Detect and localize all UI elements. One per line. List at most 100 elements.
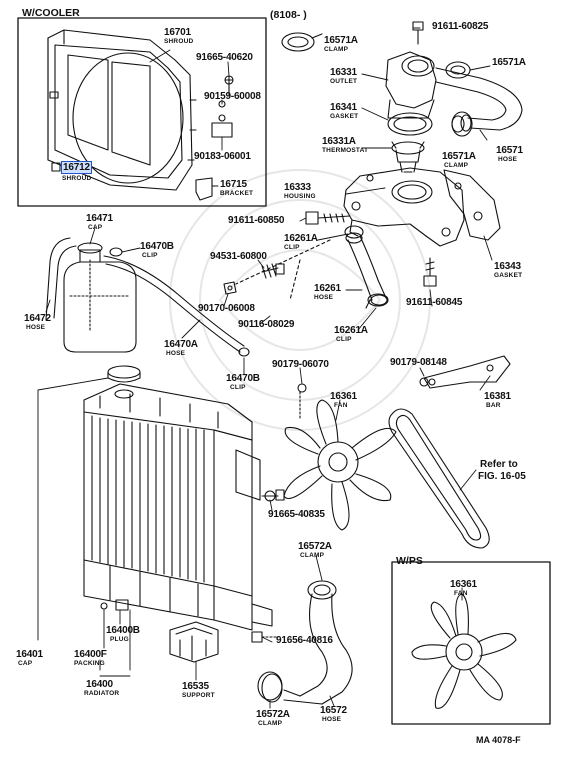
part-16470A-number[interactable]: 16470A	[164, 339, 198, 350]
part-16572A-top-number[interactable]: 16572A	[298, 541, 332, 552]
part-90179-06070-number[interactable]: 90179-06070	[272, 359, 329, 370]
part-16341-number[interactable]: 16341	[330, 102, 357, 113]
part-16571-number[interactable]: 16571	[496, 145, 523, 156]
part-16400B-number[interactable]: 16400B	[106, 625, 140, 636]
part-16470B-bot-name: CLIP	[230, 384, 246, 391]
cooler-frame	[17, 17, 267, 207]
part-16261A-bot-name: CLIP	[336, 336, 352, 343]
part-16472-name: HOSE	[26, 324, 46, 331]
part-16571A-top-number[interactable]: 16571A	[324, 35, 358, 46]
part-91656-40816-number[interactable]: 91656-40816	[276, 635, 333, 646]
part-16400F-number[interactable]: 16400F	[74, 649, 107, 660]
hose-16472-drawing	[45, 237, 77, 321]
part-16261-number[interactable]: 16261	[314, 283, 341, 294]
part-16470B-top-number[interactable]: 16470B	[140, 241, 174, 252]
part-16361-wps-number[interactable]: 16361	[450, 579, 477, 590]
part-16715-name: BRACKET	[220, 190, 254, 197]
part-16571A-clamp-number[interactable]: 16571A	[442, 151, 476, 162]
part-16343-number[interactable]: 16343	[494, 261, 521, 272]
part-16400-number[interactable]: 16400	[86, 679, 113, 690]
part-16571-name: HOSE	[498, 156, 518, 163]
bolt-91665-40835-drawing	[261, 489, 285, 502]
part-16701-number[interactable]: 16701	[164, 27, 191, 38]
clip-16470B-top-drawing	[109, 247, 123, 257]
part-16535-number[interactable]: 16535	[182, 681, 209, 692]
part-16333-name: HOUSING	[284, 193, 316, 200]
part-16572-name: HOSE	[322, 716, 342, 723]
part-16361-number[interactable]: 16361	[330, 391, 357, 402]
clip-16470B-bot-drawing	[238, 347, 250, 357]
part-16572A-bot-number[interactable]: 16572A	[256, 709, 290, 720]
plug-16400B-drawing	[100, 599, 129, 611]
part-16472-number[interactable]: 16472	[24, 313, 51, 324]
part-91611-60845-number[interactable]: 91611-60845	[406, 297, 463, 308]
thermostat-16331A-drawing	[391, 141, 425, 173]
reservoir-drawing	[63, 242, 137, 353]
part-16381-number[interactable]: 16381	[484, 391, 511, 402]
part-16343-name: GASKET	[494, 272, 523, 279]
part-16470B-top-name: CLIP	[142, 252, 158, 259]
gasket-16341-drawing	[387, 112, 433, 136]
part-16331A-number[interactable]: 16331A	[322, 136, 356, 147]
nut-90170-06008-drawing	[223, 281, 237, 295]
part-16261A-bot-number[interactable]: 16261A	[334, 325, 368, 336]
stud-94531-60800-drawing	[261, 263, 285, 279]
refer-note: Refer to	[480, 459, 518, 470]
part-91611-60825-number[interactable]: 91611-60825	[432, 21, 489, 32]
refer-figure: FIG. 16-05	[478, 471, 526, 482]
fan-16361-wps-drawing	[411, 593, 517, 709]
part-16572A-bot-name: CLAMP	[258, 720, 283, 727]
part-16572-number[interactable]: 16572	[320, 705, 347, 716]
bar-16381-drawing	[419, 355, 511, 389]
part-16571A-clamp-name: CLAMP	[444, 162, 469, 169]
part-16400F-name: PACKING	[74, 660, 105, 667]
hose-16571-drawing	[435, 67, 523, 132]
part-16712-name: SHROUD	[62, 175, 92, 182]
dashed-leader-housing	[235, 239, 331, 301]
part-16401-name: CAP	[18, 660, 33, 667]
support-16535-drawing	[169, 621, 219, 663]
hose-16261-drawing	[345, 232, 388, 306]
part-16712-number[interactable]: 16712	[61, 161, 92, 174]
part-16341-name: GASKET	[330, 113, 359, 120]
bolt-91656-40816-drawing	[251, 631, 279, 643]
part-91665-40835-number[interactable]: 91665-40835	[268, 509, 325, 520]
hose-16470A-drawing	[103, 255, 245, 353]
part-16261A-top-name: CLIP	[284, 244, 300, 251]
part-16331-number[interactable]: 16331	[330, 67, 357, 78]
part-91611-60850-number[interactable]: 91611-60850	[228, 215, 285, 226]
part-90159-60008-number[interactable]: 90159-60008	[204, 91, 261, 102]
outlet-drawing	[385, 21, 437, 119]
housing-16333-drawing	[343, 167, 465, 247]
part-16331A-name: THERMOSTAT	[322, 147, 369, 154]
clip-16261A-bot-drawing	[365, 293, 389, 309]
hose-16572-drawing	[261, 593, 353, 705]
date-note: (8108- )	[270, 9, 307, 21]
part-16400-name: RADIATOR	[84, 690, 120, 697]
clip-16261A-top-drawing	[344, 225, 364, 239]
part-16571A-right-number[interactable]: 16571A	[492, 57, 526, 68]
radiator-16400-drawing	[83, 383, 273, 631]
bolt-91611-60850-drawing	[305, 211, 351, 225]
fan-16361-drawing	[283, 383, 397, 531]
part-16712-highlight: 16712	[61, 161, 92, 174]
part-16261A-top-number[interactable]: 16261A	[284, 233, 318, 244]
part-16361-wps-name: FAN	[454, 590, 468, 597]
part-90183-06001-number[interactable]: 90183-06001	[194, 151, 251, 162]
part-16333-number[interactable]: 16333	[284, 182, 311, 193]
v-belt-drawing	[388, 408, 490, 549]
part-16715-number[interactable]: 16715	[220, 179, 247, 190]
leader-lines	[37, 27, 493, 709]
part-16471-number[interactable]: 16471	[86, 213, 113, 224]
part-94531-60800-number[interactable]: 94531-60800	[210, 251, 267, 262]
part-90170-06008-number[interactable]: 90170-06008	[198, 303, 255, 314]
part-91665-40620-number[interactable]: 91665-40620	[196, 52, 253, 63]
shroud-16712-drawing	[47, 29, 197, 191]
part-16470B-bot-number[interactable]: 16470B	[226, 373, 260, 384]
part-16261-name: HOSE	[314, 294, 334, 301]
part-16400B-name: PLUG	[110, 636, 129, 643]
part-90116-08029-number[interactable]: 90116-08029	[238, 319, 295, 330]
part-16401-number[interactable]: 16401	[16, 649, 43, 660]
part-90179-08148-number[interactable]: 90179-08148	[390, 357, 447, 368]
clamp-16571A-right-drawing	[445, 61, 471, 79]
